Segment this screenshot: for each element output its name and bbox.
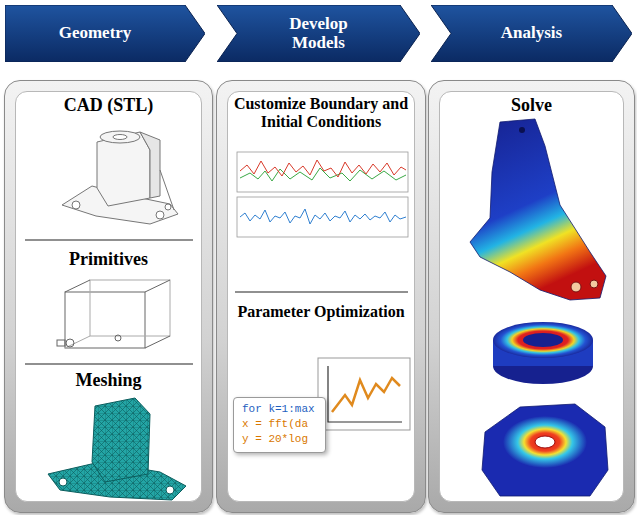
bracket-boss bbox=[100, 131, 140, 143]
bracket-side bbox=[140, 132, 160, 198]
section-divider bbox=[235, 291, 408, 292]
chart-series bbox=[240, 160, 406, 177]
stage-label: Analysis bbox=[482, 24, 582, 43]
fea-hole bbox=[519, 127, 525, 133]
bracket-hole bbox=[72, 201, 80, 209]
section-heading: CAD (STL) bbox=[17, 95, 200, 116]
code-line: x = fft(da bbox=[242, 417, 317, 432]
code-snippet-box: for k=1:maxx = fft(day = 20*log bbox=[233, 397, 326, 453]
ring-top bbox=[493, 322, 593, 358]
chart-series bbox=[240, 209, 406, 224]
section-heading: Solve bbox=[441, 95, 622, 116]
bracket-hole bbox=[113, 135, 127, 140]
stage-chevron: Geometry bbox=[5, 5, 205, 62]
code-line: for k=1:max bbox=[242, 402, 317, 417]
section-heading: Meshing bbox=[17, 370, 200, 391]
mesh-block bbox=[92, 398, 150, 482]
chevron-outline bbox=[5, 5, 205, 62]
stage-label: Develop Models bbox=[269, 15, 369, 52]
bracket-hole bbox=[156, 211, 164, 219]
section-heading: Customize Boundary and Initial Condition… bbox=[229, 95, 413, 132]
stage-chevron: Analysis bbox=[431, 5, 632, 62]
bracket-hole bbox=[165, 204, 171, 210]
code-line: y = 20*log bbox=[242, 432, 317, 447]
section-heading: Primitives bbox=[17, 249, 200, 270]
fea-hole bbox=[571, 282, 581, 292]
section-heading: Parameter Optimization bbox=[229, 303, 413, 321]
chart-frame bbox=[237, 152, 408, 192]
stage-label: Geometry bbox=[45, 24, 145, 43]
chart-frame bbox=[318, 358, 410, 430]
fea-hole bbox=[590, 280, 598, 288]
ring-hole bbox=[523, 333, 563, 347]
mesh-hole bbox=[59, 478, 67, 486]
chevron-outline bbox=[217, 5, 420, 62]
section-divider bbox=[25, 363, 193, 364]
chart-axis bbox=[328, 366, 402, 422]
optimization-chart bbox=[318, 358, 410, 430]
stage-chevron: Develop Models bbox=[217, 5, 420, 62]
fea-ring-result bbox=[493, 322, 593, 384]
bracket-block bbox=[97, 132, 150, 206]
tool-panel: for k=1:maxx = fft(day = 20*log Customize… bbox=[216, 80, 426, 513]
section-divider bbox=[25, 239, 193, 240]
chevron-outline bbox=[431, 5, 632, 62]
mesh-hole bbox=[166, 486, 174, 494]
chart-series bbox=[332, 378, 400, 412]
plate-center bbox=[535, 436, 555, 448]
chart-frame bbox=[237, 197, 408, 237]
plate-hotspot bbox=[503, 416, 587, 468]
